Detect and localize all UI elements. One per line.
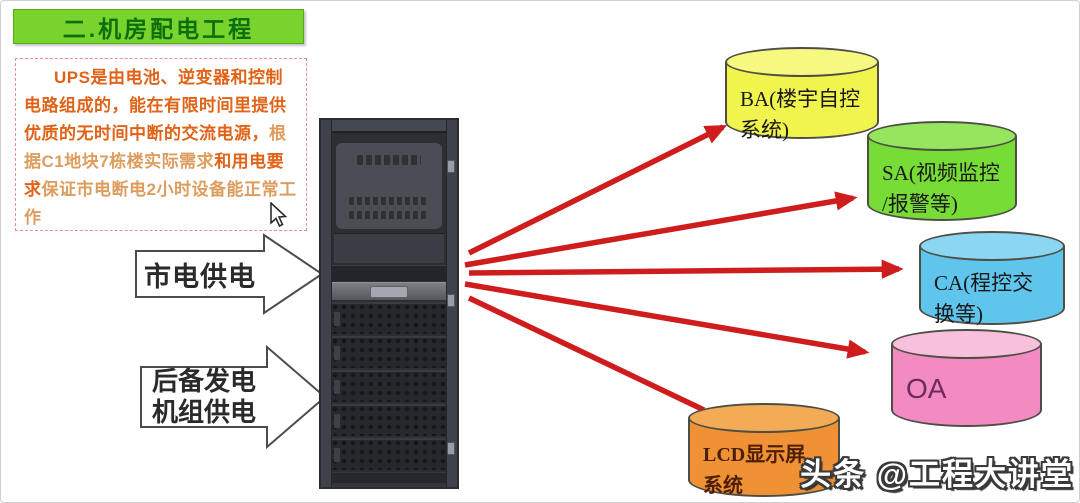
rack-left-rail — [321, 120, 332, 487]
note-text-segment: UPS是由电池、逆变器和控制电路组成的，能在有限时间里提供优质的无时间中断的交流… — [24, 68, 287, 143]
system-label: BA(楼宇自控 系统) — [740, 87, 861, 142]
system-label: SA(视频监控 /报警等) — [882, 161, 1000, 216]
arrow-to-oa — [464, 281, 870, 359]
vent-slot — [357, 155, 421, 165]
rack-sub-panel — [334, 233, 444, 263]
rack-handle-bar — [332, 282, 446, 300]
rack-module-row — [332, 302, 446, 334]
mains-power-label: 市电供电 — [144, 261, 256, 292]
rack-module-row — [332, 370, 446, 402]
cylinder-top — [688, 403, 840, 433]
mouse-cursor-icon — [270, 202, 288, 228]
rack-module-row — [332, 336, 446, 368]
rack-latch — [370, 286, 408, 298]
system-label: CA(程控交 换等) — [934, 271, 1034, 326]
cylinder-top — [867, 121, 1017, 151]
vent-slot — [348, 197, 430, 205]
rack-top-cap — [321, 120, 457, 133]
block-arrow-shape — [135, 233, 324, 315]
arrow-to-ca — [468, 259, 904, 279]
ups-description-box: UPS是由电池、逆变器和控制电路组成的，能在有限时间里提供优质的无时间中断的交流… — [15, 58, 307, 231]
rack-interior — [332, 133, 446, 483]
rack-module-row — [332, 438, 446, 470]
cylinder-top — [891, 329, 1042, 359]
system-cylinder-oa: OA — [891, 329, 1042, 427]
note-text-segment: 根据C1地块7栋楼实际需求 — [24, 124, 287, 171]
rack-module-row — [332, 404, 446, 436]
rack-hinge-clip — [447, 294, 455, 307]
mains-power-arrow: 市电供电 — [134, 231, 326, 317]
system-cylinder-lcd: LCD显示屏 系统 — [688, 403, 840, 497]
cylinder-top — [919, 231, 1065, 261]
rack-hinge-clip — [447, 442, 455, 455]
arrow-to-ba — [467, 124, 728, 256]
system-cylinder-ba: BA(楼宇自控 系统) — [725, 47, 879, 142]
arrow-to-sa — [464, 191, 858, 268]
cylinder-top — [725, 47, 879, 77]
backup-power-label: 后备发电 机组供电 — [151, 366, 256, 427]
watermark: 头条 @工程大讲堂 — [800, 457, 1074, 492]
arrow-to-lcd — [467, 295, 706, 413]
ups-rack-cabinet — [319, 118, 459, 489]
block-arrow-shape — [140, 344, 327, 450]
system-cylinder-ca: CA(程控交 换等) — [919, 231, 1065, 326]
rack-module-row — [332, 265, 446, 281]
cylinder-body — [725, 62, 879, 139]
backup-power-arrow: 后备发电 机组供电 — [139, 341, 329, 453]
vent-slot — [348, 211, 430, 219]
note-text-segment: 保证市电断电2小时设备能正常工作 — [24, 180, 297, 227]
rack-hinge-clip — [447, 160, 455, 173]
rack-vent-panel — [336, 143, 442, 229]
note-text-segment: 和用电要求 — [24, 152, 285, 199]
system-label: LCD显示屏 系统 — [703, 444, 806, 497]
page-title: 二.机房配电工程 — [13, 9, 304, 44]
system-cylinder-sa: SA(视频监控 /报警等) — [867, 121, 1017, 221]
system-label: OA — [906, 373, 947, 404]
rack-bottom-panel — [332, 472, 446, 483]
